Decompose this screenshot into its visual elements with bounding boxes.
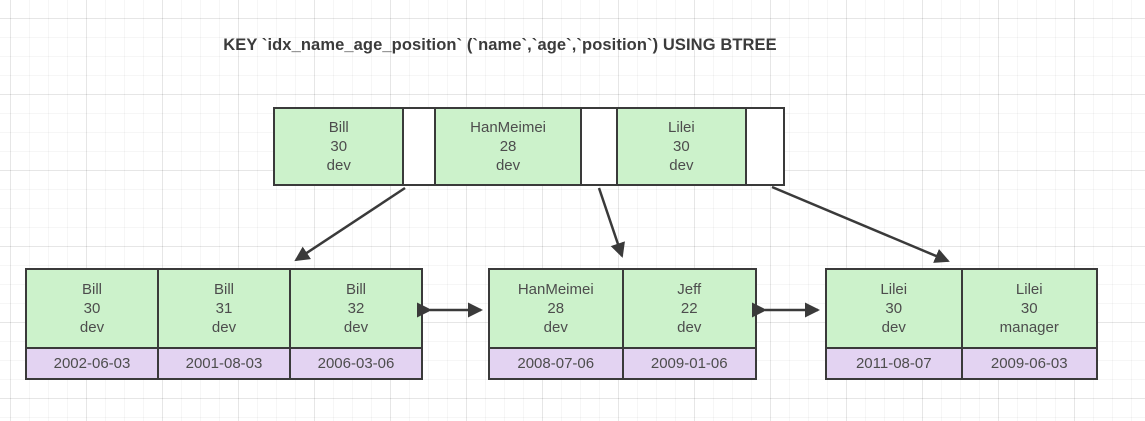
index-key-cell: HanMeimei 28 dev [436, 109, 582, 184]
record-age: 28 [547, 300, 565, 317]
root-to-leaf3-arrow [771, 185, 950, 263]
date-cell: 2002-06-03 [27, 347, 157, 378]
record-cell: Bill 32 dev [291, 270, 421, 347]
date-cell: 2001-08-03 [159, 347, 289, 378]
diagram-title: KEY `idx_name_age_position` (`name`,`age… [223, 36, 777, 54]
record-name: Jeff [677, 281, 702, 298]
leaf-column: Lilei 30 dev 2011-08-07 [827, 270, 963, 378]
record-position: dev [881, 319, 906, 336]
leaf-column: Jeff 22 dev 2009-01-06 [623, 270, 755, 378]
leaf-node-3: Lilei 30 dev 2011-08-07 Lilei 30 manager… [825, 268, 1098, 380]
record-age: 22 [680, 300, 698, 317]
record-date: 2011-08-07 [855, 355, 932, 372]
record-age: 32 [347, 300, 365, 317]
pointer-cell [581, 109, 618, 184]
record-name: Lilei [1015, 281, 1043, 298]
record-cell: Bill 31 dev [159, 270, 289, 347]
record-position: manager [999, 319, 1059, 336]
record-position: dev [211, 319, 237, 336]
record-date: 2009-01-06 [650, 355, 728, 372]
leaf-node-2: HanMeimei 28 dev 2008-07-06 Jeff 22 dev … [488, 268, 757, 380]
record-position: dev [326, 157, 351, 174]
date-cell: 2008-07-06 [490, 347, 622, 378]
index-key-cell: Bill 30 dev [275, 109, 405, 184]
record-position: dev [495, 157, 521, 174]
record-name: Lilei [880, 281, 908, 298]
pointer-cell [404, 109, 437, 184]
record-age: 31 [215, 300, 233, 317]
date-cell: 2011-08-07 [827, 347, 961, 378]
record-date: 2006-03-06 [317, 355, 395, 372]
record-date: 2009-06-03 [990, 355, 1068, 372]
record-cell: Jeff 22 dev [623, 270, 755, 347]
root-node: Bill 30 dev HanMeimei 28 dev Lilei 30 de… [273, 107, 785, 186]
record-name: Bill [81, 281, 102, 298]
record-date: 2008-07-06 [517, 355, 595, 372]
date-cell: 2009-06-03 [962, 347, 1096, 378]
root-to-leaf1-arrow [294, 186, 406, 262]
leaf-column: Lilei 30 manager 2009-06-03 [962, 270, 1096, 378]
leaf-node-1: Bill 30 dev 2002-06-03 Bill 31 dev 2001-… [25, 268, 423, 380]
record-name: Bill [328, 119, 349, 136]
record-cell: HanMeimei 28 dev [490, 270, 622, 347]
record-cell: Lilei 30 manager [962, 270, 1096, 347]
pointer-cell [747, 109, 783, 184]
record-position: dev [677, 319, 702, 336]
record-age: 30 [83, 300, 101, 317]
date-cell: 2009-01-06 [623, 347, 755, 378]
record-age: 30 [330, 138, 348, 155]
record-name: Bill [213, 281, 234, 298]
leaf-column: HanMeimei 28 dev 2008-07-06 [490, 270, 624, 378]
leaf-column: Bill 30 dev 2002-06-03 [27, 270, 159, 378]
record-name: HanMeimei [517, 281, 594, 298]
record-position: dev [669, 157, 694, 174]
record-name: Lilei [668, 119, 695, 136]
record-age: 30 [673, 138, 690, 155]
record-position: dev [79, 319, 105, 336]
record-age: 28 [499, 138, 517, 155]
record-name: Bill [345, 281, 366, 298]
record-name: HanMeimei [470, 119, 546, 136]
record-date: 2001-08-03 [185, 355, 263, 372]
record-age: 30 [885, 300, 903, 317]
index-key-cell: Lilei 30 dev [617, 109, 748, 184]
root-to-leaf2-arrow [597, 187, 625, 258]
record-cell: Lilei 30 dev [827, 270, 961, 347]
record-date: 2002-06-03 [53, 355, 131, 372]
date-cell: 2006-03-06 [291, 347, 421, 378]
record-position: dev [543, 319, 568, 336]
record-age: 30 [1020, 300, 1038, 317]
leaf-column: Bill 32 dev 2006-03-06 [291, 270, 421, 378]
record-cell: Bill 30 dev [27, 270, 157, 347]
leaf-column: Bill 31 dev 2001-08-03 [159, 270, 291, 378]
record-position: dev [343, 319, 369, 336]
